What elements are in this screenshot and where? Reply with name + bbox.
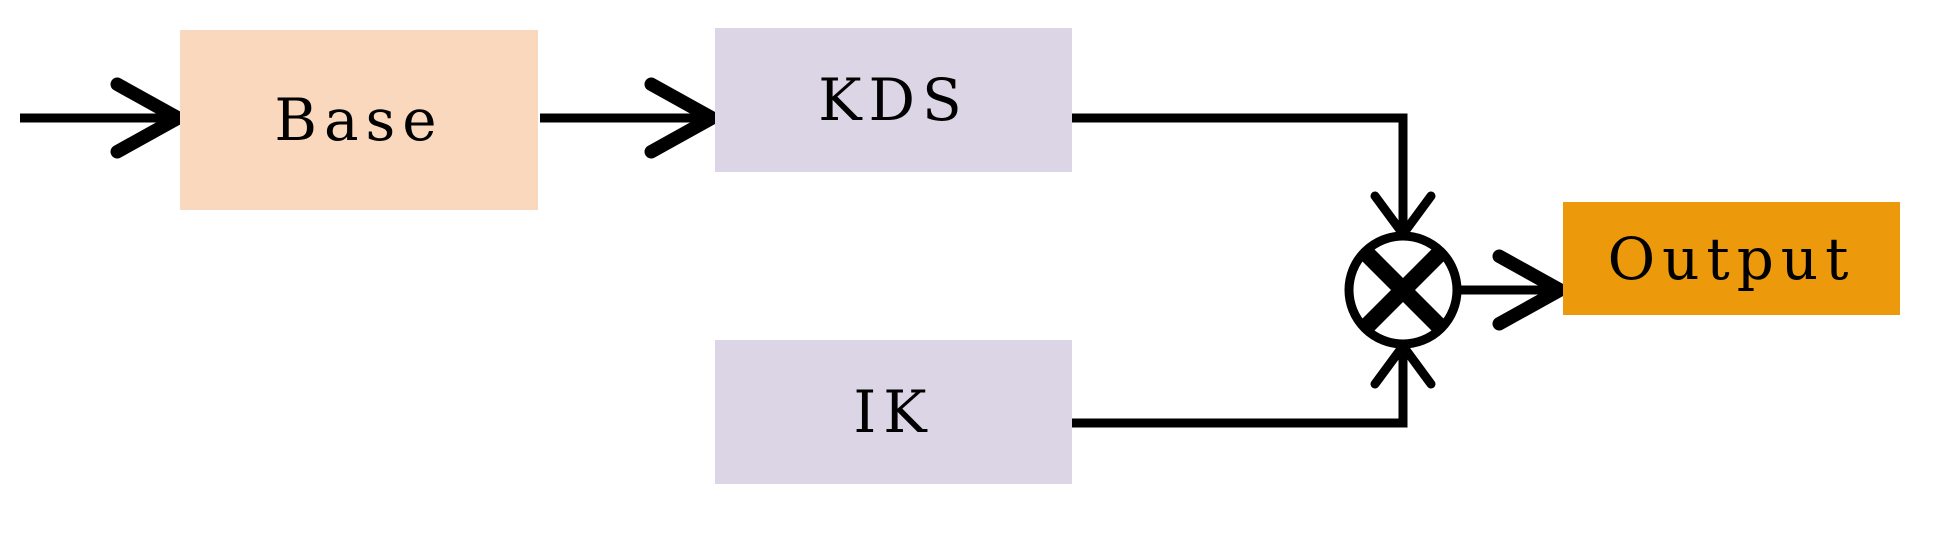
multiply-operator-icon xyxy=(1344,231,1462,349)
node-ik[interactable]: IK xyxy=(715,340,1072,484)
node-output[interactable]: Output xyxy=(1563,202,1900,315)
edge-kds-to-multiply xyxy=(1072,113,1436,242)
node-kds-label: KDS xyxy=(818,66,969,134)
node-base[interactable]: Base xyxy=(180,30,538,210)
node-kds[interactable]: KDS xyxy=(715,28,1072,172)
node-output-label: Output xyxy=(1607,224,1856,293)
edge-ik-to-multiply xyxy=(1072,338,1436,428)
node-ik-label: IK xyxy=(853,378,934,446)
node-base-label: Base xyxy=(274,86,444,154)
